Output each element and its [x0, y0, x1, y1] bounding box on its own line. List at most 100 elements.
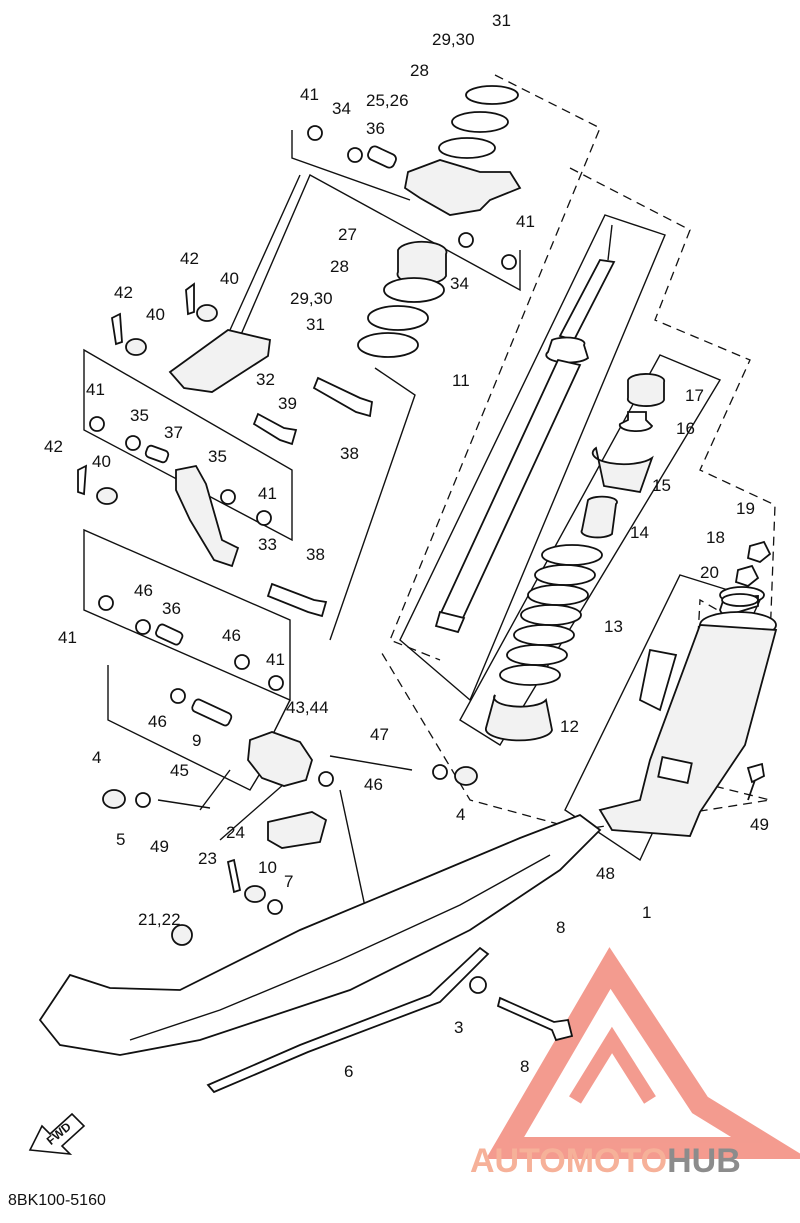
callout-label: 21,22: [138, 910, 181, 929]
nut-41-mid: [501, 254, 517, 270]
nuts-18-20: [721, 540, 772, 607]
bush-46-c: [170, 688, 186, 704]
damper-21-22: [598, 586, 778, 837]
guide-15: [591, 446, 654, 494]
callout-label: 29,30: [432, 30, 475, 49]
shim-29-30: [451, 111, 509, 133]
callout-label: 37: [164, 423, 183, 442]
seat-12: [485, 694, 553, 742]
callout-label: 39: [278, 394, 297, 413]
nut-41-d: [268, 675, 284, 691]
pin-10: [226, 858, 242, 894]
callout-label: 40: [92, 452, 111, 471]
bolt-38-lower: [266, 582, 328, 618]
callout-label: 34: [450, 274, 469, 293]
nut-41-b: [256, 510, 272, 526]
callout-label: 41: [258, 484, 277, 503]
callout-label: 38: [306, 545, 325, 564]
pin-42-left: [111, 312, 123, 346]
callout-label: 11: [452, 371, 470, 390]
nut-41-top: [307, 125, 323, 141]
callout-label: 36: [162, 599, 181, 618]
bush-46-a: [135, 619, 151, 635]
callout-label: 45: [170, 761, 189, 780]
callout-labels: 3129,302825,264134362741342829,303142404…: [44, 11, 769, 1081]
callout-label: 36: [366, 119, 385, 138]
callout-label: 32: [256, 370, 275, 389]
collar-36-top: [367, 145, 397, 169]
callout-label: 31: [492, 11, 511, 30]
nut-4-left: [102, 789, 126, 809]
washer-49-right: [432, 764, 448, 780]
callout-label: 46: [364, 775, 383, 794]
callout-label: 46: [222, 626, 241, 645]
fwd-arrow-icon: FWD: [28, 1112, 86, 1156]
callout-label: 35: [130, 406, 149, 425]
washer-8-left: [267, 899, 283, 915]
bolt-39: [252, 412, 298, 446]
spring-inner-outline: [459, 354, 722, 746]
callout-label: 28: [410, 61, 429, 80]
callout-label: 8: [520, 1057, 529, 1076]
collar-9: [191, 698, 233, 727]
callout-label: 35: [208, 447, 227, 466]
nut-40-lower: [96, 487, 118, 505]
bolt-24: [746, 762, 765, 801]
callout-label: 47: [370, 725, 389, 744]
bolt-38-upper: [312, 376, 373, 418]
bush-46-b: [234, 654, 250, 670]
pad-5: [267, 811, 328, 849]
callout-label: 4: [92, 748, 101, 767]
washer-49-left: [135, 792, 151, 808]
callout-label: 49: [750, 815, 769, 834]
callout-label: 29,30: [290, 289, 333, 308]
spring-group-outline: [399, 214, 666, 702]
callout-label: 15: [652, 476, 671, 495]
upper-bracket-25-26: [404, 159, 522, 216]
shim-29-30-mid: [367, 305, 429, 331]
callout-label: 42: [180, 249, 199, 268]
callout-label: 14: [630, 523, 649, 542]
callout-label: 4: [456, 805, 465, 824]
callout-label: 3: [454, 1018, 463, 1037]
callout-label: 13: [604, 617, 623, 636]
rod-group-outline: [379, 167, 776, 831]
callout-label: 49: [150, 837, 169, 856]
ski-skeg: [129, 854, 551, 1041]
callout-label: 18: [706, 528, 725, 547]
arm-32: [168, 329, 271, 393]
callout-label: 48: [596, 864, 615, 883]
nut-3: [171, 924, 193, 946]
shock-group-outline: [389, 74, 601, 661]
collar-36: [155, 623, 184, 646]
nut-4-right: [454, 766, 478, 786]
stopper-16: [618, 411, 654, 432]
callout-label: 20: [700, 563, 719, 582]
bracket-lines: [229, 130, 521, 641]
callout-label: 7: [284, 872, 293, 891]
watermark-logo: [485, 947, 800, 1159]
bush-46-d: [318, 771, 334, 787]
callout-label: 27: [338, 225, 357, 244]
washer-31-top: [465, 85, 519, 105]
callout-label: 41: [58, 628, 77, 647]
callout-label: 41: [86, 380, 105, 399]
washer-8-right: [469, 976, 487, 994]
bolt-6: [496, 996, 574, 1042]
nut-41-c: [98, 595, 114, 611]
callout-label: 6: [344, 1062, 353, 1081]
wear-bar-2: [206, 946, 490, 1094]
spring-13: [499, 544, 603, 686]
bushing-34-mid: [458, 232, 474, 248]
ring-28-top: [438, 137, 496, 159]
callout-label: 5: [116, 830, 125, 849]
bushing-34-top: [347, 147, 363, 163]
callout-label: 42: [44, 437, 63, 456]
callout-label: 10: [258, 858, 277, 877]
callout-label: 8: [556, 918, 565, 937]
callout-label: 9: [192, 731, 201, 750]
callout-label: 16: [676, 419, 695, 438]
collar-17: [626, 373, 666, 407]
callout-label: 38: [340, 444, 359, 463]
